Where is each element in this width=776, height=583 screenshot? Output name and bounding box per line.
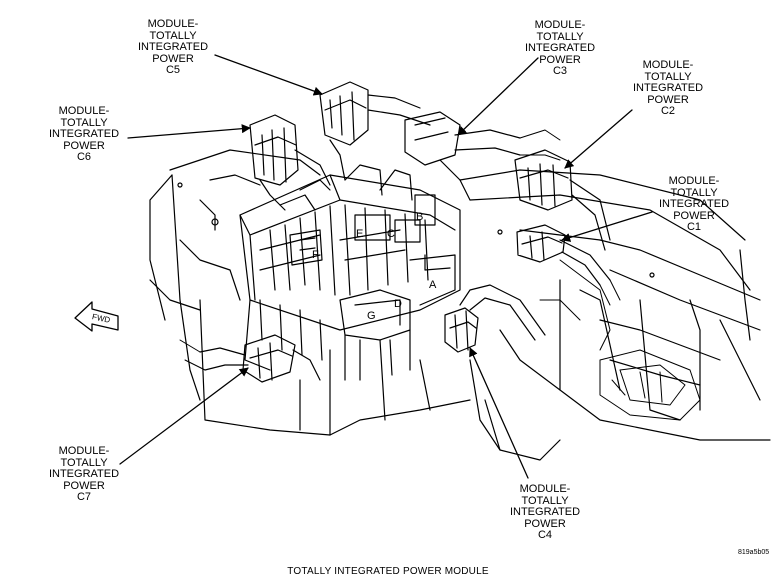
callout-c7-line5: C7 [76, 491, 92, 503]
callout-c2-line3: INTEGRATED [632, 82, 704, 94]
callout-c2-line1: MODULE- [642, 59, 694, 71]
connector-letter-e: E [356, 228, 364, 240]
callout-c1-line3: INTEGRATED [658, 198, 730, 210]
callout-c5-line1: MODULE- [147, 18, 199, 30]
connector-c1 [516, 224, 611, 286]
leader-c4 [469, 347, 529, 479]
callout-c2-line2: TOTALLY [644, 70, 692, 83]
connector-letter-a: A [429, 279, 437, 291]
callout-c3-line4: POWER [539, 53, 581, 66]
callout-c1-line2: TOTALLY [670, 186, 718, 199]
callout-c3-line2: TOTALLY [536, 30, 584, 43]
callout-c5-line2: TOTALLY [149, 29, 197, 42]
figure-code: 819a5b05 [738, 549, 770, 556]
callout-c6-line4: POWER [63, 139, 105, 152]
callout-c5-line5: C5 [165, 64, 181, 76]
connector-letter-b: B [416, 211, 424, 223]
callout-c4-line5: C4 [537, 529, 553, 541]
callout-c2: MODULE- TOTALLY INTEGRATED POWER C2 [628, 59, 708, 118]
callout-c5: MODULE- TOTALLY INTEGRATED POWER C5 [133, 18, 213, 77]
leader-c7 [119, 367, 249, 465]
wire-bundles [179, 129, 621, 371]
callout-c2-line5: C2 [660, 105, 676, 117]
connector-c6 [249, 114, 331, 211]
callout-c1-line1: MODULE- [668, 175, 720, 187]
callout-c7-line3: INTEGRATED [48, 468, 120, 480]
callout-c7-line1: MODULE- [58, 445, 110, 457]
callout-c6: MODULE- TOTALLY INTEGRATED POWER C6 [44, 105, 124, 164]
callout-c4-line2: TOTALLY [521, 494, 569, 507]
connector-c5 [319, 81, 431, 181]
leader-c3 [457, 57, 539, 136]
callout-c7-line4: POWER [63, 479, 105, 492]
callout-c7: MODULE- TOTALLY INTEGRATED POWER C7 [44, 445, 124, 504]
tipm-housing [239, 164, 461, 381]
connector-letter-f: F [312, 249, 319, 261]
callout-c3: MODULE- TOTALLY INTEGRATED POWER C3 [520, 19, 600, 78]
callout-c6-line5: C6 [76, 151, 92, 163]
callout-c4-line1: MODULE- [519, 483, 571, 495]
callout-c4: MODULE- TOTALLY INTEGRATED POWER C4 [505, 483, 585, 542]
callout-c6-line3: INTEGRATED [48, 128, 120, 140]
callout-c3-line5: C3 [552, 65, 568, 77]
leader-c2 [564, 109, 633, 169]
callout-c5-line3: INTEGRATED [137, 41, 209, 53]
connector-c4 [444, 284, 546, 353]
callout-c1-line5: C1 [686, 221, 702, 233]
callout-c1: MODULE- TOTALLY INTEGRATED POWER C1 [654, 175, 734, 234]
connector-letter-d: D [394, 298, 402, 310]
callout-c6-line2: TOTALLY [60, 116, 108, 129]
callout-c6-line1: MODULE- [58, 105, 110, 117]
connector-letter-c: C [387, 228, 395, 240]
vehicle-body-outline [149, 149, 771, 461]
callout-c7-line2: TOTALLY [60, 456, 108, 469]
leader-c1 [561, 211, 653, 242]
leader-c5 [214, 54, 323, 96]
connector-c3 [404, 111, 521, 201]
connector-letter-g: G [367, 310, 376, 322]
leader-lines [119, 54, 653, 479]
callout-c4-line4: POWER [524, 517, 566, 530]
callout-c2-line4: POWER [647, 93, 689, 106]
callout-c4-line3: INTEGRATED [509, 506, 581, 518]
callout-c1-line4: POWER [673, 209, 715, 222]
leader-c6 [127, 124, 251, 139]
figure-caption: TOTALLY INTEGRATED POWER MODULE [287, 566, 489, 577]
frame-bracket [539, 259, 701, 421]
connector-c2 [514, 149, 611, 251]
forward-arrow-icon [74, 301, 119, 332]
callout-c5-line4: POWER [152, 52, 194, 65]
callout-c3-line3: INTEGRATED [524, 42, 596, 54]
callout-c3-line1: MODULE- [534, 19, 586, 31]
